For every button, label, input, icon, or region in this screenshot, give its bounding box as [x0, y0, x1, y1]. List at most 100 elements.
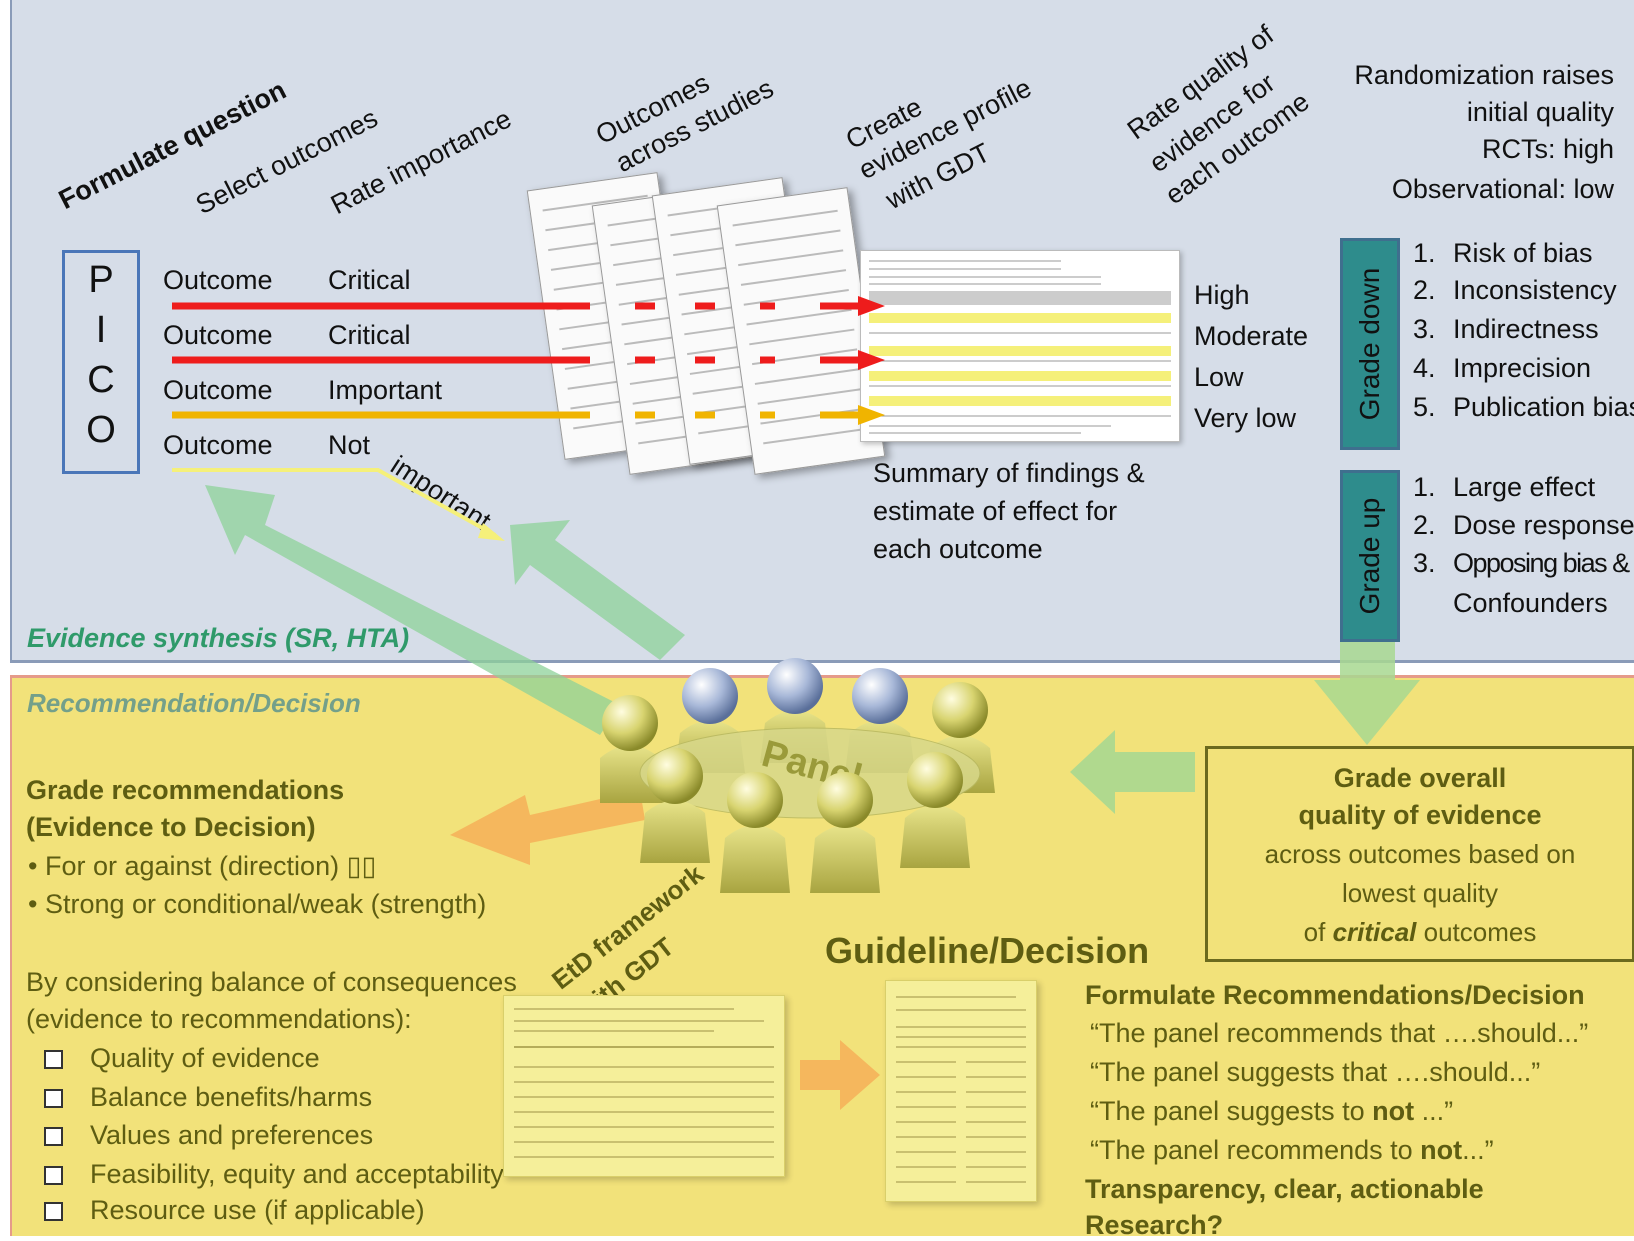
green-arrow-grade-down — [1314, 640, 1420, 745]
recommendation-decision-label: Recommendation/Decision — [27, 688, 361, 718]
outcome-row-2-importance: Critical — [328, 320, 411, 350]
overall-last-em: critical — [1332, 917, 1417, 947]
grade-down-num-4: 4. — [1413, 353, 1436, 383]
grade-up-item-1: Large effect — [1453, 472, 1596, 502]
outcome-row-1-importance: Critical — [328, 265, 411, 295]
outcome-row-3-label: Outcome — [163, 375, 273, 405]
orange-arrow-to-grade-recs — [450, 790, 645, 865]
quality-low: Low — [1194, 362, 1244, 392]
formulate-recs-line-1: “The panel recommends that ….should...” — [1090, 1018, 1588, 1049]
grade-down-item-2: Inconsistency — [1453, 275, 1617, 305]
quality-high: High — [1194, 280, 1250, 310]
etd-framework-thumbnail — [503, 995, 785, 1177]
randomization-line-1: Randomization raises — [1354, 60, 1614, 90]
outcome-row-1-label: Outcome — [163, 265, 273, 295]
randomization-line-2: initial quality — [1466, 97, 1614, 127]
pico-i: I — [95, 309, 107, 351]
grade-up-item-3b: Confounders — [1453, 588, 1608, 618]
guideline-document-thumbnail — [885, 980, 1037, 1202]
evidence-synthesis-label: Evidence synthesis (SR, HTA) — [27, 623, 410, 653]
panel-person-front-2 — [720, 772, 790, 893]
grade-down-box: Grade down — [1340, 238, 1400, 450]
grade-up-item-3: Opposing bias & — [1453, 548, 1630, 578]
outcome-row-2-label: Outcome — [163, 320, 273, 350]
formulate-recs-line-1-text: “The panel recommends that ….should...” — [1090, 1018, 1589, 1048]
overall-body-1: across outcomes based on — [1264, 839, 1576, 869]
overall-last-pre: of — [1303, 917, 1333, 947]
outcome-row-4-importance: Not — [328, 430, 371, 460]
formulate-recs-line-3-em: not — [1372, 1096, 1415, 1126]
outcome-row-3-importance: Important — [328, 375, 443, 405]
summary-line-3: each outcome — [873, 534, 1043, 564]
grade-overall-quality-box: Grade overall quality of evidence across… — [1205, 746, 1634, 962]
overall-title-2: quality of evidence — [1298, 800, 1542, 830]
factor-checkbox-1 — [44, 1050, 63, 1069]
factor-3: Values and preferences — [90, 1120, 374, 1150]
panel-person-front-1 — [640, 748, 710, 863]
randomization-line-4: Observational: low — [1391, 174, 1614, 204]
critical-arrow-2 — [858, 350, 885, 370]
not-important-line — [172, 468, 496, 537]
grade-down-num-2: 2. — [1413, 275, 1436, 305]
formulate-recs-title: Formulate Recommendations/Decision — [1085, 980, 1585, 1010]
overall-last-post: outcomes — [1416, 917, 1537, 947]
formulate-recs-line-4-em: not — [1420, 1135, 1463, 1165]
factor-checkbox-5 — [44, 1202, 63, 1221]
formulate-recs-footer-1: Transparency, clear, actionable — [1085, 1174, 1484, 1204]
grade-recs-bullet-2: • Strong or conditional/weak (strength) — [28, 889, 487, 919]
grade-recs-bullet-1-text: For or against (direction) ▯▯ — [44, 851, 377, 881]
grade-up-num-2: 2. — [1413, 510, 1436, 540]
panel-person-front-4 — [900, 752, 970, 868]
formulate-recs-line-2: “The panel suggests that ….should...” — [1090, 1057, 1540, 1088]
grade-down-item-3: Indirectness — [1453, 314, 1599, 344]
grade-down-label: Grade down — [1354, 267, 1385, 421]
grade-recs-title-1: Grade recommendations — [26, 775, 345, 805]
important-arrow — [858, 405, 885, 425]
factor-5: Resource use (if applicable) — [90, 1195, 425, 1225]
grade-up-item-2: Dose response — [1453, 510, 1634, 540]
grade-down-item-1: Risk of bias — [1453, 238, 1593, 268]
green-arrow-to-importance — [510, 520, 685, 660]
grade-down-num-3: 3. — [1413, 314, 1436, 344]
factor-1: Quality of evidence — [90, 1043, 320, 1073]
factor-checkbox-3 — [44, 1127, 63, 1146]
formulate-recs-line-4-post: ...” — [1462, 1135, 1494, 1165]
pico-box: P I C O — [62, 250, 140, 474]
formulate-recs-line-4: “The panel recommends to not...” — [1090, 1135, 1494, 1166]
quality-moderate: Moderate — [1194, 321, 1309, 351]
pico-c: C — [87, 359, 115, 401]
pico-p: P — [88, 259, 114, 301]
grade-up-label: Grade up — [1354, 497, 1385, 615]
guideline-decision-title: Guideline/Decision — [825, 930, 1150, 971]
overall-body-3: of critical outcomes — [1208, 917, 1632, 948]
orange-arrow-etd-to-guideline — [800, 1040, 880, 1110]
overall-body-2: lowest quality — [1341, 878, 1499, 908]
considering-line-1: By considering balance of consequences — [26, 967, 517, 997]
grade-recs-title-2: (Evidence to Decision) — [26, 812, 316, 842]
grade-up-num-1: 1. — [1413, 472, 1436, 502]
grade-down-num-5: 5. — [1413, 392, 1436, 422]
quality-very-low: Very low — [1194, 403, 1297, 433]
grade-recs-bullet-1: • For or against (direction) ▯▯ — [28, 851, 377, 881]
factor-checkbox-4 — [44, 1166, 63, 1185]
evidence-profile-table-graphic — [869, 260, 1171, 434]
formulate-recs-footer-2: Research? — [1085, 1210, 1224, 1240]
grade-down-item-5: Publication bias — [1453, 392, 1634, 422]
formulate-recs-line-2-text: “The panel suggests that ….should...” — [1090, 1057, 1541, 1087]
panel-table — [639, 727, 981, 819]
factor-checkbox-2 — [44, 1089, 63, 1108]
grade-recs-bullet-2-text: Strong or conditional/weak (strength) — [44, 889, 487, 919]
considering-line-2: (evidence to recommendations): — [26, 1004, 412, 1034]
summary-line-2: estimate of effect for — [873, 496, 1118, 526]
summary-line-1: Summary of findings & — [873, 458, 1145, 488]
panel-person-front-3 — [810, 772, 880, 893]
green-arrow-overall-to-panel — [1070, 730, 1195, 814]
factor-2: Balance benefits/harms — [90, 1082, 373, 1112]
not-important-arrow — [478, 523, 505, 541]
formulate-recs-line-3-pre: “The panel suggests to — [1090, 1096, 1373, 1126]
panel-people-graphic: Panel — [600, 658, 995, 893]
grade-down-num-1: 1. — [1413, 238, 1436, 268]
overall-title-1: Grade overall — [1333, 763, 1507, 793]
